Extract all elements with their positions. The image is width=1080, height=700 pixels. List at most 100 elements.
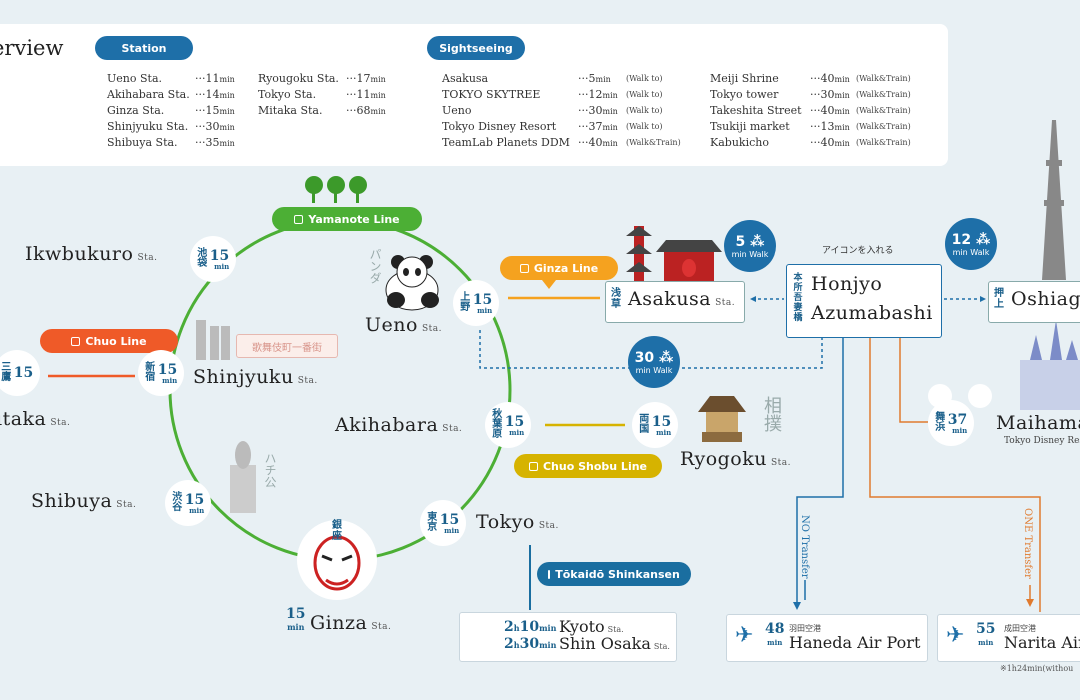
time-row-note: (Walk to): [626, 90, 663, 99]
time-row-name: Ryougoku Sta.: [258, 72, 339, 85]
time-row-time: ···14min: [195, 88, 235, 101]
walk-badge-asakusa: 5 ⁂min Walk: [724, 220, 776, 272]
airplane-icon: ✈: [735, 623, 754, 648]
time-row-name: Ueno: [442, 104, 472, 117]
time-row-name: Ueno Sta.: [107, 72, 162, 85]
time-row-note: (Walk&Train): [856, 122, 911, 131]
haneda-route: [796, 338, 844, 605]
narita-footnote: ※1h24min(withou: [1000, 664, 1074, 673]
time-row-time: ···5min: [578, 72, 611, 85]
time-row-name: Ginza Sta.: [107, 104, 165, 117]
time-row: Tsukiji market···13min(Walk&Train): [710, 119, 911, 135]
time-row-name: TeamLab Planets DDM: [442, 136, 570, 149]
time-row-name: Akihabara Sta.: [107, 88, 190, 101]
oshiage-box: 押上 Oshiag: [988, 281, 1080, 323]
chuo-sobu-line-label: Chuo Shobu Line: [514, 454, 662, 478]
time-row-note: (Walk&Train): [626, 138, 681, 147]
time-row: Tokyo tower···30min(Walk&Train): [710, 87, 911, 103]
airplane-icon: ✈: [946, 623, 965, 648]
time-row: Ryougoku Sta. ···17min: [258, 71, 391, 87]
shinjyuku-deco-sign: 歌舞伎町一番街: [236, 334, 338, 358]
osaka-time: 2h30min: [504, 636, 557, 652]
time-row-note: (Walk&Train): [856, 106, 911, 115]
time-row: Akihabara Sta. ···14min: [107, 87, 240, 103]
ginza-pointer: [542, 280, 556, 289]
kabuki-mask-icon: [297, 520, 377, 600]
time-row-time: ···11min: [195, 72, 235, 85]
sumo-ring-icon: [698, 396, 746, 442]
hub-line2: Azumabashi: [811, 302, 933, 324]
asakusa-temple-icon: [626, 226, 722, 282]
time-row-time: ···40min: [810, 72, 850, 85]
time-row: Meiji Shrine···40min(Walk&Train): [710, 71, 911, 87]
time-row: Tokyo Sta.···11min: [258, 87, 391, 103]
honjyo-azumabashi-box: 本所吾妻橋 Honjyo Azumabashi: [786, 264, 942, 338]
time-row-name: Meiji Shrine: [710, 72, 779, 85]
time-row-time: ···68min: [346, 104, 386, 117]
hachiko-statue-icon: [230, 441, 256, 513]
train-icon: [548, 569, 551, 579]
time-row: Shinjyuku Sta.···30min: [107, 119, 240, 135]
time-row-time: ···12min: [578, 88, 618, 101]
ginza-line-label: Ginza Line: [500, 256, 618, 280]
sightseeing-times-col1: Asakusa ···5min (Walk to) TOKYO SKYTREE ···1…: [442, 71, 681, 151]
walk-badge-oshiage: 12 ⁂min Walk: [945, 218, 997, 270]
time-row-name: Tokyo Disney Resort: [442, 120, 557, 133]
train-icon: [528, 461, 538, 471]
time-row-time: ···37min: [578, 120, 618, 133]
narita-transfer-label: ONE Transfer: [1022, 508, 1033, 579]
maihama-sub: Tokyo Disney Res: [1004, 436, 1080, 446]
narita-jp: 成田空港: [1004, 624, 1036, 633]
time-row: Ueno Sta. ···11min: [107, 71, 240, 87]
station-pill: Station: [95, 36, 193, 60]
mouse-ear-right: [968, 384, 992, 408]
time-row-name: Tokyo tower: [710, 88, 779, 101]
time-row-name: Tokyo Sta.: [258, 88, 317, 101]
ginza-line-text: Ginza Line: [533, 261, 599, 275]
yamanote-line-text: Yamanote Line: [308, 212, 400, 226]
time-row-note: (Walk to): [626, 106, 663, 115]
train-icon: [294, 214, 304, 224]
hub-line1: Honjyo: [811, 273, 883, 295]
shibuya-deco-text: ハチ公: [263, 452, 277, 488]
haneda-transfer-label: NO Transfer: [799, 515, 810, 579]
skytree-icon: [1042, 120, 1066, 280]
ginza-kanji: 銀座: [332, 520, 342, 542]
ueno-deco-text: パンダ: [368, 248, 382, 284]
time-row-note: (Walk to): [626, 74, 663, 83]
hub-kanji: 本所吾妻橋: [793, 273, 803, 323]
chuo-line-text: Chuo Line: [85, 334, 147, 348]
time-row-note: (Walk&Train): [856, 90, 911, 99]
maihama-name: Maihama: [996, 412, 1080, 434]
time-row-name: Shinjyuku Sta.: [107, 120, 189, 133]
haneda-name: Haneda Air Port: [789, 633, 921, 652]
tokaido-line-text: Tōkaidō Shinkansen: [555, 567, 680, 581]
time-row-name: TOKYO SKYTREE: [442, 88, 541, 101]
chuo-line-label: Chuo Line: [40, 329, 178, 353]
time-row-note: (Walk to): [626, 122, 663, 131]
time-row-time: ···17min: [346, 72, 386, 85]
time-row-name: Asakusa: [442, 72, 489, 85]
time-row-time: ···13min: [810, 120, 850, 133]
